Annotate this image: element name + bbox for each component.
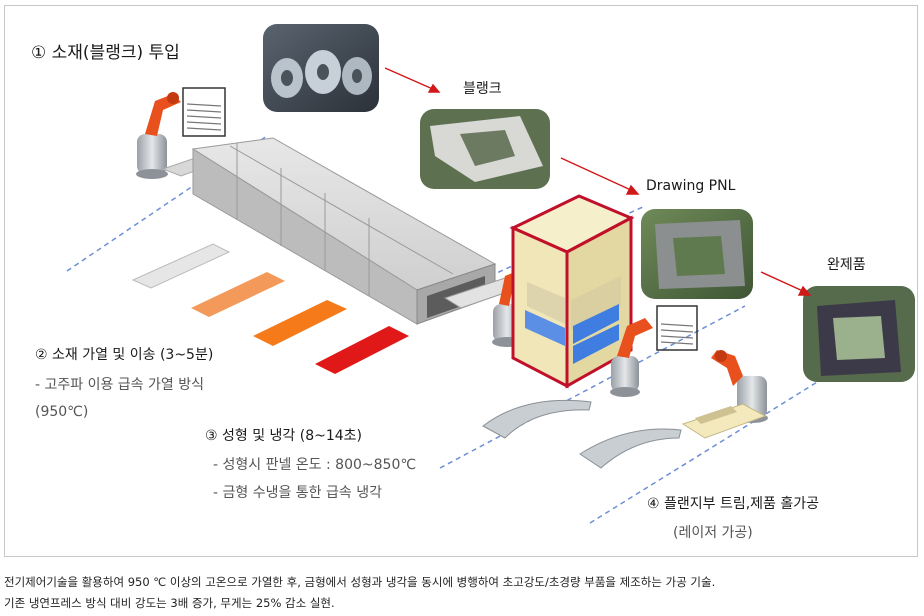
blank-photo [420, 109, 550, 189]
step4-detail-1: (레이저 가공) [673, 525, 753, 541]
step1-title: ① 소재(블랭크) 투입 [31, 43, 180, 63]
arrow-coil-to-blank [384, 67, 436, 91]
blank-red-hot [315, 326, 409, 374]
loading-robot [136, 87, 226, 179]
step3-detail-2: - 금형 수냉을 통한 급속 냉각 [213, 485, 382, 501]
formed-part-2 [579, 428, 682, 469]
blank-hot [253, 300, 347, 346]
unloading-robot [610, 305, 698, 397]
formed-part-1 [482, 399, 592, 439]
step2-detail-1: - 고주파 이용 급속 가열 방식 [35, 377, 204, 393]
coil-photo [263, 24, 379, 112]
arrow-blank-to-drawing [560, 157, 634, 192]
flow-arrows [384, 67, 812, 296]
blank-photo-label: 블랭크 [463, 81, 502, 97]
arrow-drawing-to-finished [760, 271, 806, 293]
process-illustration [66, 24, 915, 524]
drawing-panel-photo [641, 209, 753, 299]
finished-part-photo [803, 286, 915, 382]
heating-furnace [161, 137, 521, 325]
drawing-photo-label: Drawing PNL [646, 178, 736, 194]
step2-detail-2: (950℃) [35, 404, 89, 420]
step2-title: ② 소재 가열 및 이송 (3~5분) [35, 347, 214, 363]
caption-line-2: 기존 냉연프레스 방식 대비 강도는 3배 증가, 무게는 25% 감소 실현. [4, 596, 335, 610]
step4-title: ④ 플랜지부 트림,제품 홀가공 [647, 496, 820, 512]
dashed-guide-lines [66, 135, 836, 524]
finished-photo-label: 완제품 [827, 257, 866, 273]
guide-line-3 [439, 305, 746, 469]
hot-stamping-press [509, 194, 635, 389]
blank-cold [131, 243, 231, 289]
formed-parts [482, 399, 682, 469]
step3-title: ③ 성형 및 냉각 (8~14초) [205, 428, 363, 444]
process-diagram: ① 소재(블랭크) 투입 블랭크 Drawing PNL 완제품 ② 소재 가열… [4, 5, 918, 557]
step3-detail-1: - 성형시 판넬 온도 : 800~850℃ [213, 457, 417, 473]
blank-heating-stages [131, 243, 409, 374]
laser-trim-robot [681, 350, 768, 439]
guide-line-4 [589, 370, 836, 524]
blank-warm [191, 272, 285, 317]
caption-line-1: 전기제어기술을 활용하여 950 ℃ 이상의 고온으로 가열한 후, 금형에서 … [4, 575, 716, 589]
